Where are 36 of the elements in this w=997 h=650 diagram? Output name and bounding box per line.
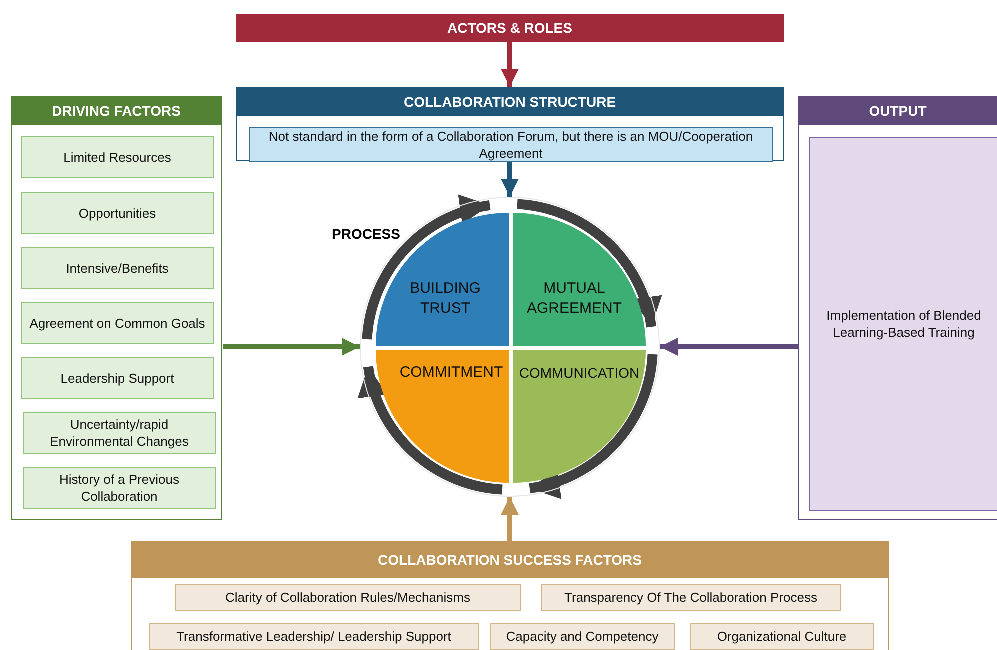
- arrow: [501, 497, 519, 541]
- factor-box: Opportunities: [21, 192, 214, 234]
- factor-box: Uncertainty/rapid Environmental Changes: [23, 412, 216, 454]
- factor-box: Agreement on Common Goals: [21, 302, 214, 344]
- factor-box: Limited Resources: [21, 136, 214, 178]
- factor-box: Transformative Leadership/ Leadership Support: [149, 623, 479, 650]
- section-panel: [131, 541, 889, 650]
- section-header: OUTPUT: [799, 97, 997, 125]
- factor-box: Organizational Culture: [690, 623, 874, 650]
- text-box: Not standard in the form of a Collaboration Forum, but there is an MOU/Cooperation Agreement: [249, 127, 773, 162]
- header-bar: ACTORS & ROLES: [236, 14, 784, 42]
- factor-box: History of a Previous Collaboration: [23, 467, 216, 509]
- arrow: [501, 161, 519, 197]
- arrow: [223, 338, 360, 356]
- section-header: DRIVING FACTORS: [12, 97, 221, 125]
- quadrant: COMMITMENT: [376, 350, 509, 483]
- arrow: [516, 199, 660, 328]
- factor-box: Transparency Of The Collaboration Process: [541, 584, 841, 611]
- factor-box: Capacity and Competency: [490, 623, 675, 650]
- factor-box: Clarity of Collaboration Rules/Mechanisms: [175, 584, 521, 611]
- section-panel: [11, 96, 222, 520]
- section-panel: [798, 96, 997, 520]
- arrow: [528, 354, 658, 498]
- factor-box: Intensive/Benefits: [21, 247, 214, 289]
- output-box: Implementation of Blended Learning-Based Training: [809, 137, 997, 511]
- arrow: [360, 366, 504, 495]
- section-panel: [236, 87, 784, 161]
- section-label: PROCESS: [332, 226, 400, 242]
- quadrant: COMMUNICATION: [513, 350, 646, 483]
- arrow: [660, 338, 798, 356]
- section-header: COLLABORATION SUCCESS FACTORS: [132, 542, 888, 578]
- factor-box: Leadership Support: [21, 357, 214, 399]
- section-header: COLLABORATION STRUCTURE: [237, 88, 783, 116]
- arrow: [501, 42, 519, 87]
- arrow: [362, 196, 492, 340]
- quadrant: MUTUAL AGREEMENT: [513, 213, 646, 346]
